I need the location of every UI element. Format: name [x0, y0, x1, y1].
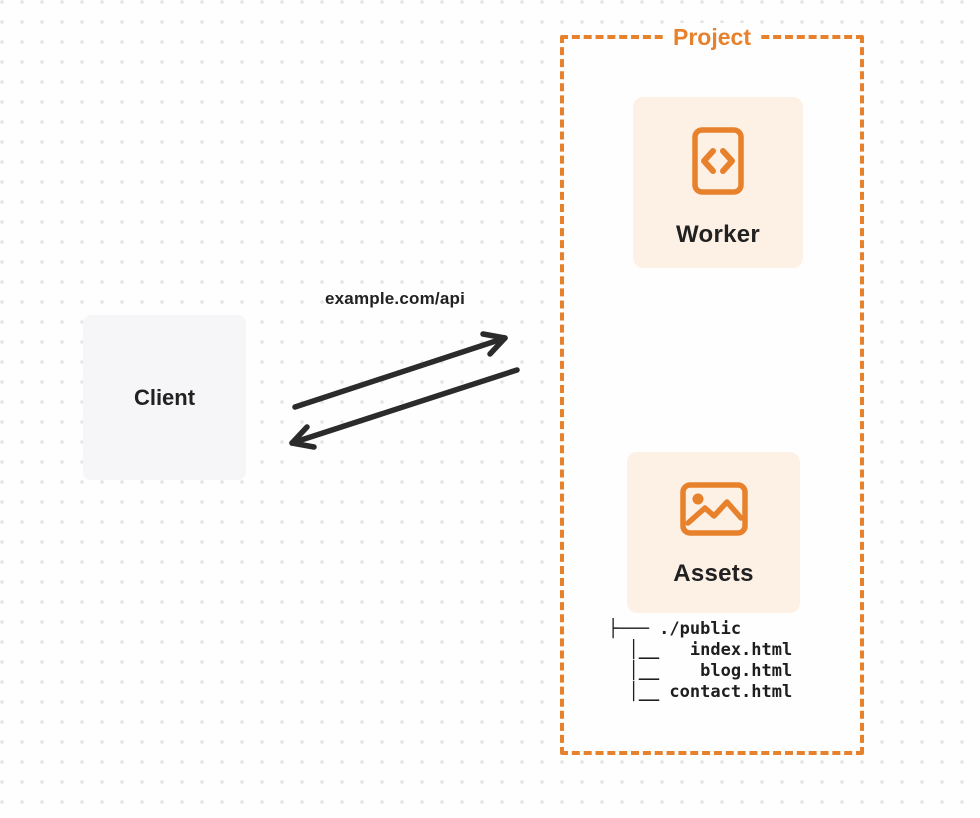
request-url-label: example.com/api [324, 289, 465, 308]
worker-node: Worker [633, 97, 803, 268]
file-tree: ├─── ./public │__ index.html │__ blog.ht… [608, 619, 793, 702]
response-arrow [289, 367, 520, 450]
project-label: Project [665, 23, 759, 51]
assets-node: Assets [627, 452, 800, 613]
assets-label: Assets [673, 560, 754, 587]
worker-label: Worker [675, 221, 761, 248]
project-boundary: Project Worker Assets [560, 23, 864, 755]
code-file-icon [692, 127, 744, 195]
request-arrow [292, 331, 508, 410]
client-node: Client [83, 315, 246, 480]
image-icon [679, 482, 748, 536]
client-label: Client [133, 384, 196, 410]
